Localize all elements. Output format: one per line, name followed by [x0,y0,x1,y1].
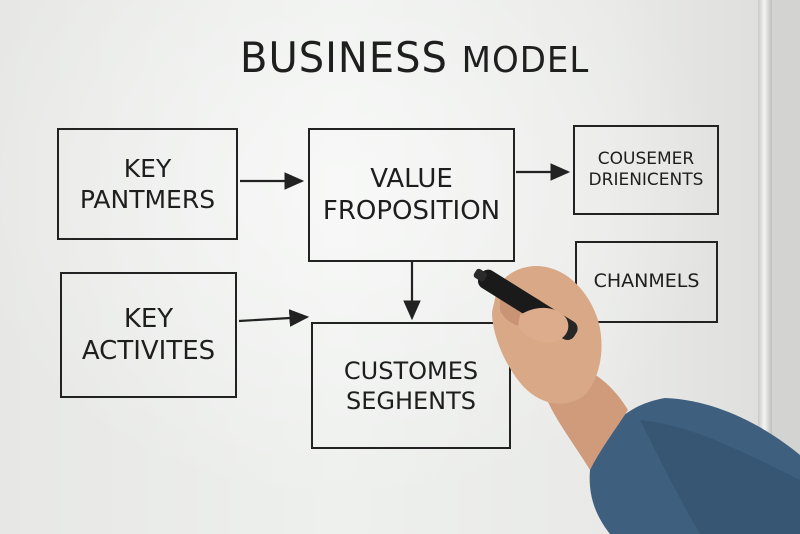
customer-segments-line2: SEGHENTS [345,386,477,415]
customer-relations-line2: DRIENICENTS [588,170,704,190]
whiteboard-frame [758,0,772,534]
channels-line1: CHANMELS [593,270,700,293]
customer-relations-box: COUSEMER DRIENICENTS [573,125,719,215]
key-activities-line2: ACTIVITES [81,336,216,366]
key-activities-line1: KEY [123,303,174,334]
key-partners-line2: PANTMERS [79,185,216,214]
arrow-activities-to-segments [238,309,310,327]
title-word-business: BUSINESS [240,34,448,83]
board-title: BUSINESS MODEL [240,34,589,82]
sleeve-shade [640,420,800,534]
value-proposition-box: VALUE FROPOSITION [308,128,515,262]
customer-segments-box: CUSTOMES SEGHENTS [311,322,511,449]
channels-box: CHANMELS [575,241,718,323]
customer-segments-line1: CUSTOMES [343,356,479,385]
value-proposition-line2: FROPOSITION [322,196,501,226]
value-proposition-line1: VALUE [370,163,453,194]
key-partners-line1: KEY [123,153,172,183]
key-activities-box: KEY ACTIVITES [60,272,237,398]
thumb [518,307,569,343]
customer-relations-line1: COUSEMER [597,148,695,169]
title-word-model: MODEL [461,39,590,82]
key-partners-box: KEY PANTMERS [57,128,238,240]
